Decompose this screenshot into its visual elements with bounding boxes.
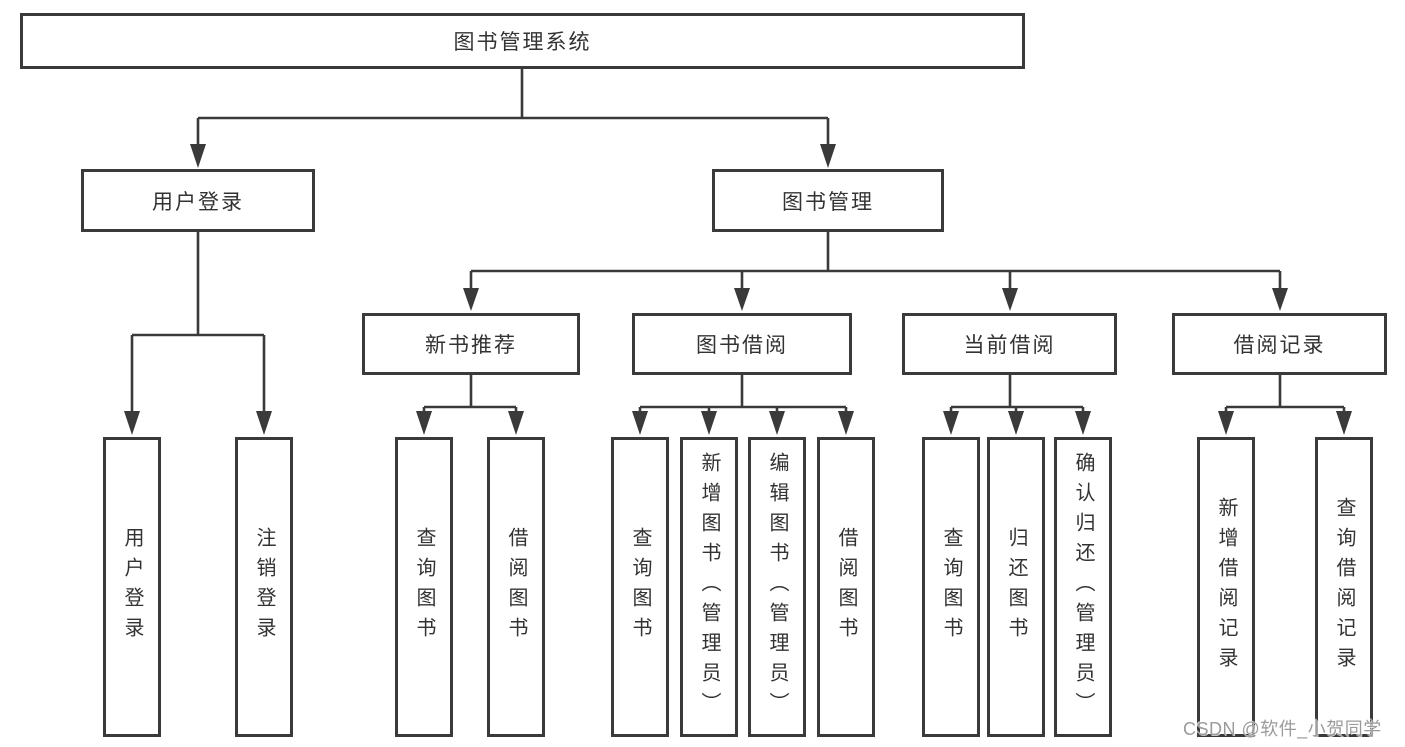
leaf-logout: 注销登录 <box>235 437 293 737</box>
leaf-add-book-admin: 新增图书（管理员） <box>680 437 738 737</box>
node-current-borrowing-label: 当前借阅 <box>963 334 1056 357</box>
node-book-borrowing-label: 图书借阅 <box>696 334 788 357</box>
leaf-user-login: 用户登录 <box>103 437 161 737</box>
leaf-borrow-books-recommend-label: 借阅图书 <box>505 527 527 647</box>
leaf-query-borrow-record: 查询借阅记录 <box>1315 437 1373 737</box>
csdn-watermark: CSDN @软件_小贺同学 <box>1183 719 1382 739</box>
node-new-book-recommendation-label: 新书推荐 <box>425 334 517 357</box>
node-book-management-label: 图书管理 <box>782 190 874 214</box>
leaf-user-login-label: 用户登录 <box>121 527 143 647</box>
leaf-query-books-borrow: 查询图书 <box>611 437 669 737</box>
leaf-query-books-current: 查询图书 <box>922 437 980 737</box>
leaf-edit-book-admin: 编辑图书（管理员） <box>748 437 806 737</box>
leaf-confirm-return-admin-label: 确认归还（管理员） <box>1072 452 1094 722</box>
leaf-return-book: 归还图书 <box>987 437 1045 737</box>
leaf-add-borrow-record-label: 新增借阅记录 <box>1215 497 1237 677</box>
node-user-login-label: 用户登录 <box>152 190 244 214</box>
leaf-query-books-current-label: 查询图书 <box>940 527 962 647</box>
leaf-confirm-return-admin: 确认归还（管理员） <box>1054 437 1112 737</box>
leaf-query-books-recommend: 查询图书 <box>395 437 453 737</box>
node-new-book-recommendation: 新书推荐 <box>362 313 580 375</box>
leaf-query-books-borrow-label: 查询图书 <box>629 527 651 647</box>
node-borrowing-records-label: 借阅记录 <box>1233 334 1326 357</box>
node-library-system-label: 图书管理系统 <box>453 31 592 54</box>
leaf-borrow-books-recommend: 借阅图书 <box>487 437 545 737</box>
leaf-return-book-label: 归还图书 <box>1005 527 1027 647</box>
node-user-login: 用户登录 <box>81 169 315 232</box>
leaf-borrow-books-label: 借阅图书 <box>835 527 857 647</box>
node-current-borrowing: 当前借阅 <box>902 313 1117 375</box>
leaf-borrow-books: 借阅图书 <box>817 437 875 737</box>
leaf-edit-book-admin-label: 编辑图书（管理员） <box>766 452 788 722</box>
node-borrowing-records: 借阅记录 <box>1172 313 1387 375</box>
leaf-add-book-admin-label: 新增图书（管理员） <box>698 452 720 722</box>
node-book-management: 图书管理 <box>712 169 944 232</box>
leaf-query-borrow-record-label: 查询借阅记录 <box>1333 497 1355 677</box>
leaf-add-borrow-record: 新增借阅记录 <box>1197 437 1255 737</box>
node-library-system: 图书管理系统 <box>20 13 1025 69</box>
node-book-borrowing: 图书借阅 <box>632 313 852 375</box>
leaf-logout-label: 注销登录 <box>253 527 275 647</box>
leaf-query-books-recommend-label: 查询图书 <box>413 527 435 647</box>
